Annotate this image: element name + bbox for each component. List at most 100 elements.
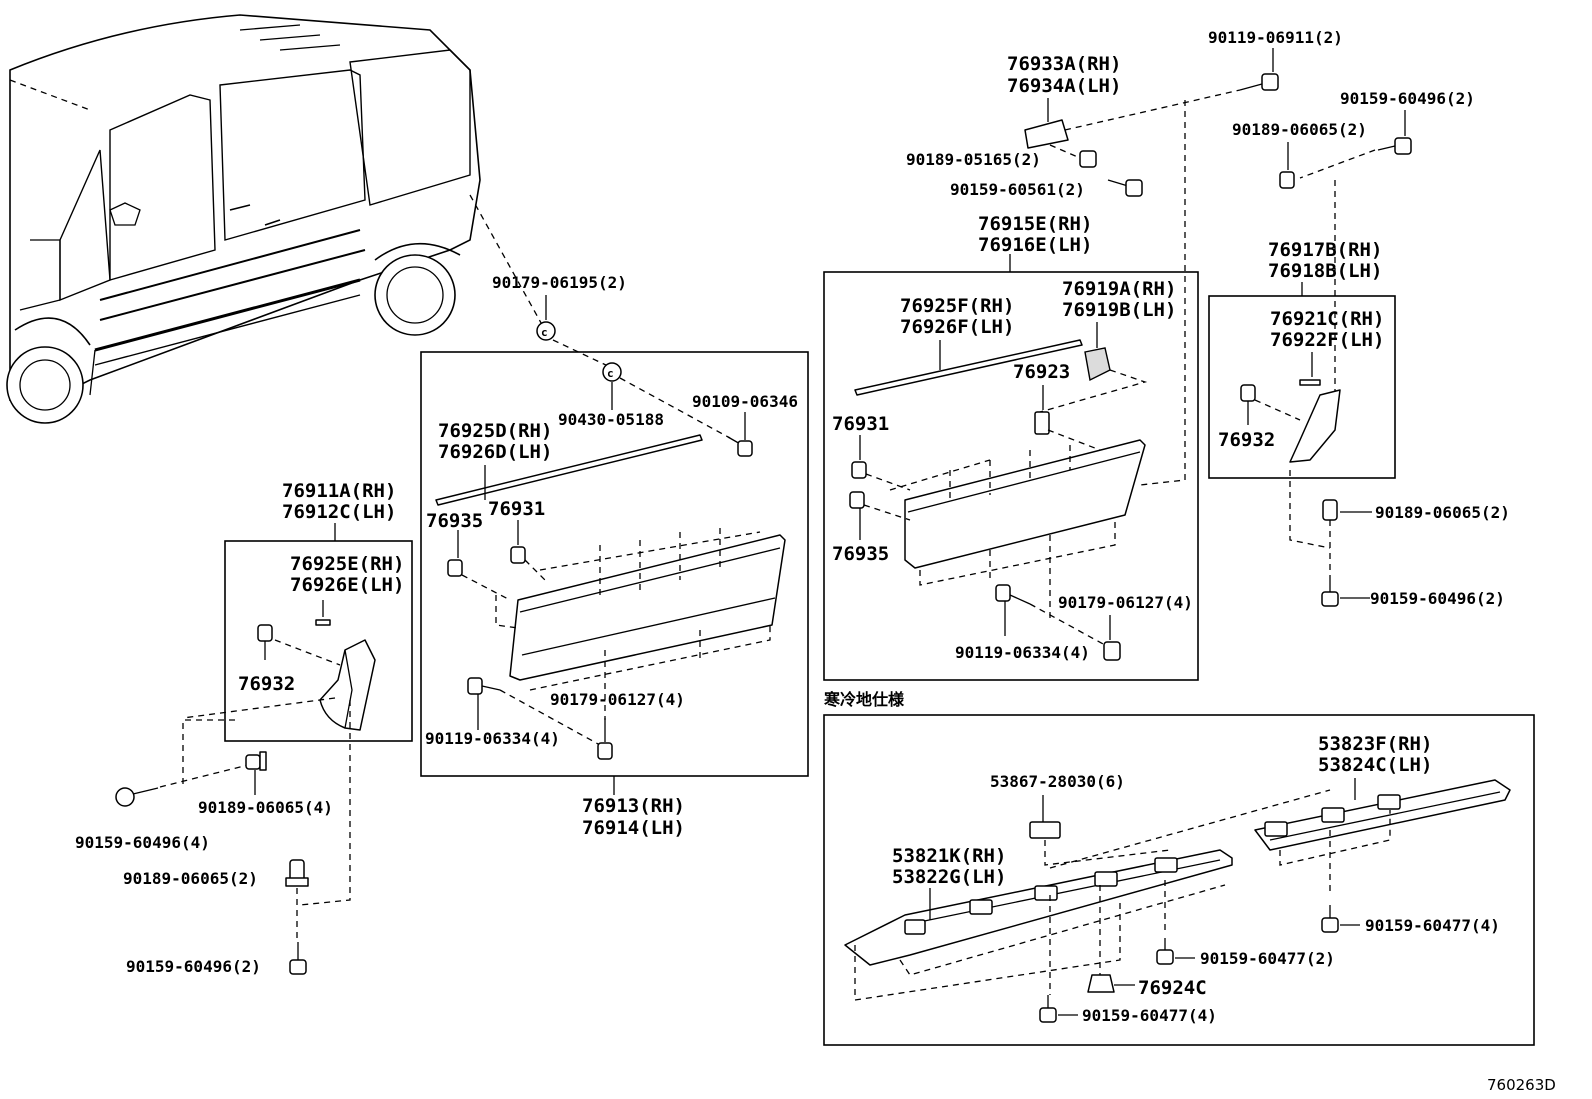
label-90189-06065-r: 90189-06065(2) <box>1375 503 1510 522</box>
label-90179-06195: 90179-06195(2) <box>492 273 627 292</box>
strip-76925f <box>854 339 1083 396</box>
label-90430-05188: 90430-05188 <box>558 410 664 429</box>
label-76926d: 76926D(LH) <box>438 441 552 463</box>
label-76921c: 76921C(RH) <box>1270 308 1384 330</box>
label-76931-mid: 76931 <box>488 498 545 520</box>
label-76919b: 76919B(LH) <box>1062 299 1176 321</box>
label-90159-60477-c: 90159-60477(4) <box>1082 1006 1217 1025</box>
label-76912c: 76912C(LH) <box>282 501 396 523</box>
label-90119-06334-right: 90119-06334(4) <box>955 643 1090 662</box>
bolt-90119-06334-mid <box>467 677 501 695</box>
strip-76925d <box>435 434 703 506</box>
box-76915e <box>823 271 1199 681</box>
label-76918b: 76918B(LH) <box>1268 260 1382 282</box>
screw-90159-60477-c <box>1039 995 1057 1023</box>
clip-90179-06195: c <box>536 321 556 341</box>
clip-76935-mid <box>447 559 463 577</box>
label-53823f: 53823F(RH) <box>1318 733 1432 755</box>
label-76932-right: 76932 <box>1218 429 1275 451</box>
label-76935-right: 76935 <box>832 543 889 565</box>
nut-90189-06065-l4 <box>245 751 267 771</box>
label-76913: 76913(RH) <box>582 795 685 817</box>
screw-90159-60561 <box>1107 179 1143 197</box>
screw-90119-06911 <box>1239 73 1279 91</box>
label-76926e: 76926E(LH) <box>290 574 404 596</box>
label-cold-region: 寒冷地仕様 <box>823 690 905 709</box>
label-90159-60496-r: 90159-60496(2) <box>1370 589 1505 608</box>
screw-90159-60496-top <box>1377 137 1412 155</box>
screw-90159-60496-r <box>1321 575 1339 607</box>
label-90159-60496-l2: 90159-60496(2) <box>126 957 261 976</box>
label-76916e: 76916E(LH) <box>978 234 1092 256</box>
label-90189-05165: 90189-05165(2) <box>906 150 1041 169</box>
label-53824c: 53824C(LH) <box>1318 754 1432 776</box>
label-76914: 76914(LH) <box>582 817 685 839</box>
label-90189-06065-l2: 90189-06065(2) <box>123 869 258 888</box>
label-76922f: 76922F(LH) <box>1270 329 1384 351</box>
moulding-76913 <box>509 534 786 681</box>
label-76911a: 76911A(RH) <box>282 480 396 502</box>
nut-90189-06065-top <box>1279 171 1295 189</box>
label-53821k: 53821K(RH) <box>892 845 1006 867</box>
nut-90179-06127-right <box>1103 641 1121 661</box>
label-90119-06334-mid: 90119-06334(4) <box>425 729 560 748</box>
screw-90159-60496-l4 <box>115 787 159 807</box>
label-76935-mid: 76935 <box>426 510 483 532</box>
label-76919a: 76919A(RH) <box>1062 278 1176 300</box>
screw-90109-06346 <box>727 436 753 457</box>
label-90159-60496-l4: 90159-60496(4) <box>75 833 210 852</box>
clip-76923 <box>1034 411 1050 435</box>
label-76932-left: 76932 <box>238 673 295 695</box>
clip-76931-mid <box>510 546 526 564</box>
vehicle-illustration <box>6 14 481 424</box>
box-cold-region <box>823 714 1535 1046</box>
nut-90189-06065-r <box>1322 499 1338 521</box>
label-90159-60477-b: 90159-60477(2) <box>1200 949 1335 968</box>
moulding-76915e <box>904 439 1146 569</box>
leader-van-to-clip <box>469 194 546 331</box>
nut-90189-05165 <box>1079 150 1097 168</box>
bolt-90119-06334-right <box>995 584 1031 605</box>
pad-76919a <box>1084 347 1111 382</box>
reinforcement-53823f <box>1254 779 1511 851</box>
pad-76921c <box>1299 379 1321 386</box>
clip-76931-right <box>851 461 867 479</box>
label-76931-right: 76931 <box>832 413 889 435</box>
label-90189-06065-top: 90189-06065(2) <box>1232 120 1367 139</box>
label-76915e: 76915E(RH) <box>978 213 1092 235</box>
label-76933a: 76933A(RH) <box>1007 53 1121 75</box>
screw-90159-60496-l2 <box>289 942 307 975</box>
label-76925f: 76925F(RH) <box>900 295 1014 317</box>
label-90119-06911: 90119-06911(2) <box>1208 28 1343 47</box>
nut-76924c <box>1087 974 1115 993</box>
label-90159-60477-a: 90159-60477(4) <box>1365 916 1500 935</box>
nut-90179-06127-mid <box>597 742 613 760</box>
clip-76932-right <box>1240 384 1256 402</box>
label-90159-60561: 90159-60561(2) <box>950 180 1085 199</box>
clip-76935-right <box>849 491 865 509</box>
label-76925d: 76925D(RH) <box>438 420 552 442</box>
nut-90189-06065-l2 <box>285 859 309 887</box>
bracket-76933a <box>1024 119 1069 149</box>
box-76911a <box>224 540 413 742</box>
mud-guard-rear <box>1289 389 1341 463</box>
label-90109-06346: 90109-06346 <box>692 392 798 411</box>
screw-90159-60477-b <box>1156 938 1174 965</box>
label-76934a: 76934A(LH) <box>1007 75 1121 97</box>
label-90159-60496-top: 90159-60496(2) <box>1340 89 1475 108</box>
label-76924c: 76924C <box>1138 977 1207 999</box>
label-53822g: 53822G(LH) <box>892 866 1006 888</box>
label-90179-06127-right: 90179-06127(4) <box>1058 593 1193 612</box>
label-76926f: 76926F(LH) <box>900 316 1014 338</box>
svg-text:c: c <box>607 367 614 380</box>
mud-guard-front <box>319 639 376 731</box>
clip-76932-left <box>257 624 273 660</box>
label-76925e: 76925E(RH) <box>290 553 404 575</box>
svg-text:c: c <box>541 326 548 339</box>
screw-90159-60477-a <box>1321 905 1339 933</box>
clip-90430-05188: c <box>602 362 622 382</box>
retainer-clips-53867 <box>904 794 1401 935</box>
label-76923: 76923 <box>1013 361 1070 383</box>
figure-code: 760263D <box>1487 1076 1556 1094</box>
label-90179-06127-mid: 90179-06127(4) <box>550 690 685 709</box>
